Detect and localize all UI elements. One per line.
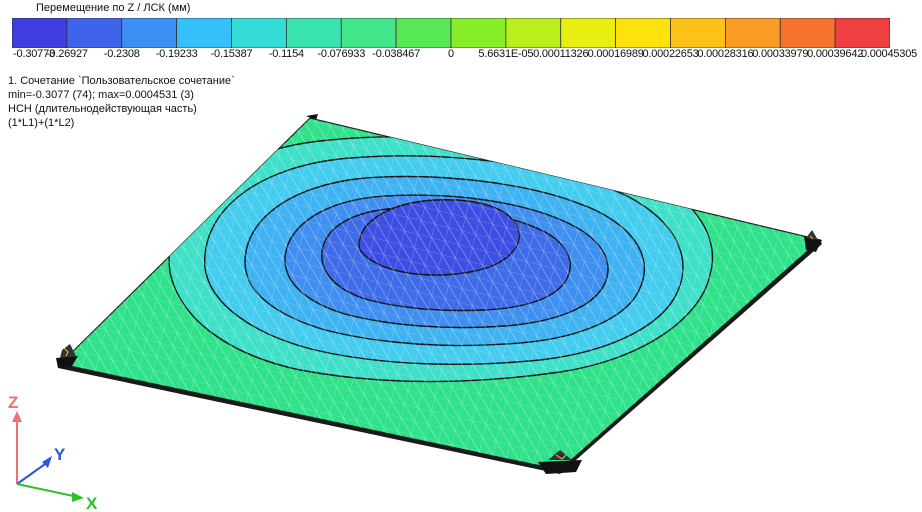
scale-label: 0.00022653 xyxy=(642,48,699,60)
color-scale-bar xyxy=(12,18,890,48)
z-axis-label: Z xyxy=(8,393,18,412)
scale-label: -0.2308 xyxy=(103,48,140,60)
scale-swatch xyxy=(724,18,781,48)
scale-label: 0.00011326 xyxy=(533,48,589,60)
scale-label: -0.076933 xyxy=(317,48,366,60)
support-top[interactable] xyxy=(306,114,318,120)
z-axis-arrow-icon xyxy=(12,411,22,422)
scale-swatch xyxy=(560,18,617,48)
scale-label: 0.00045305 xyxy=(860,48,918,60)
plate-side-left xyxy=(58,364,560,474)
min-max-values: min=-0.3077 (74); max=0.0004531 (3) xyxy=(8,89,194,101)
combination-title: 1. Сочетание `Пользовательское сочетание… xyxy=(8,75,235,87)
support-bottom[interactable] xyxy=(538,450,582,474)
scale-label: -0.26927 xyxy=(45,48,88,60)
scale-swatch xyxy=(834,18,890,48)
load-formula: (1*L1)+(1*L2) xyxy=(8,117,75,129)
legend-title: Перемещение по Z / ЛСК (мм) xyxy=(36,2,191,14)
scale-label: 0 xyxy=(448,48,454,60)
scale-label: 0.00039642 xyxy=(807,48,864,60)
scale-label: 0.00033979 xyxy=(752,48,809,60)
axis-triad: Z Y X xyxy=(8,393,98,512)
scale-label: 5.6631E-05 xyxy=(478,48,534,60)
y-axis-arrow-icon xyxy=(42,456,52,468)
x-axis-line xyxy=(16,483,79,498)
plate-side-right xyxy=(560,240,822,474)
load-type: НСН (длительнодействующая часть) xyxy=(8,103,197,115)
x-axis-label: X xyxy=(86,494,98,512)
x-axis-arrow-icon xyxy=(72,492,84,502)
scale-label: -0.15387 xyxy=(210,48,253,60)
scale-swatch xyxy=(450,18,507,48)
y-axis-line xyxy=(16,461,49,485)
scale-swatch xyxy=(176,18,232,48)
scale-label: -0.038467 xyxy=(372,48,420,60)
scale-label: -0.30773 xyxy=(13,48,55,60)
scale-swatch xyxy=(340,18,397,48)
y-axis-label: Y xyxy=(54,445,66,464)
scale-label: 0.00016989 xyxy=(587,48,644,60)
result-info: 1. Сочетание `Пользовательское сочетание… xyxy=(8,74,235,130)
scale-swatch xyxy=(121,18,178,48)
scale-label: -0.19233 xyxy=(155,48,198,60)
scale-label: 0.00028316 xyxy=(697,48,754,60)
scale-swatch xyxy=(670,18,726,48)
scale-label: -0.1154 xyxy=(268,48,304,60)
scale-labels: -0.30773-0.26927 -0.2308 -0.19233 -0.15387 -… xyxy=(0,48,922,64)
support-right[interactable] xyxy=(804,230,822,252)
scale-swatch xyxy=(231,18,287,48)
support-left[interactable] xyxy=(56,344,78,368)
